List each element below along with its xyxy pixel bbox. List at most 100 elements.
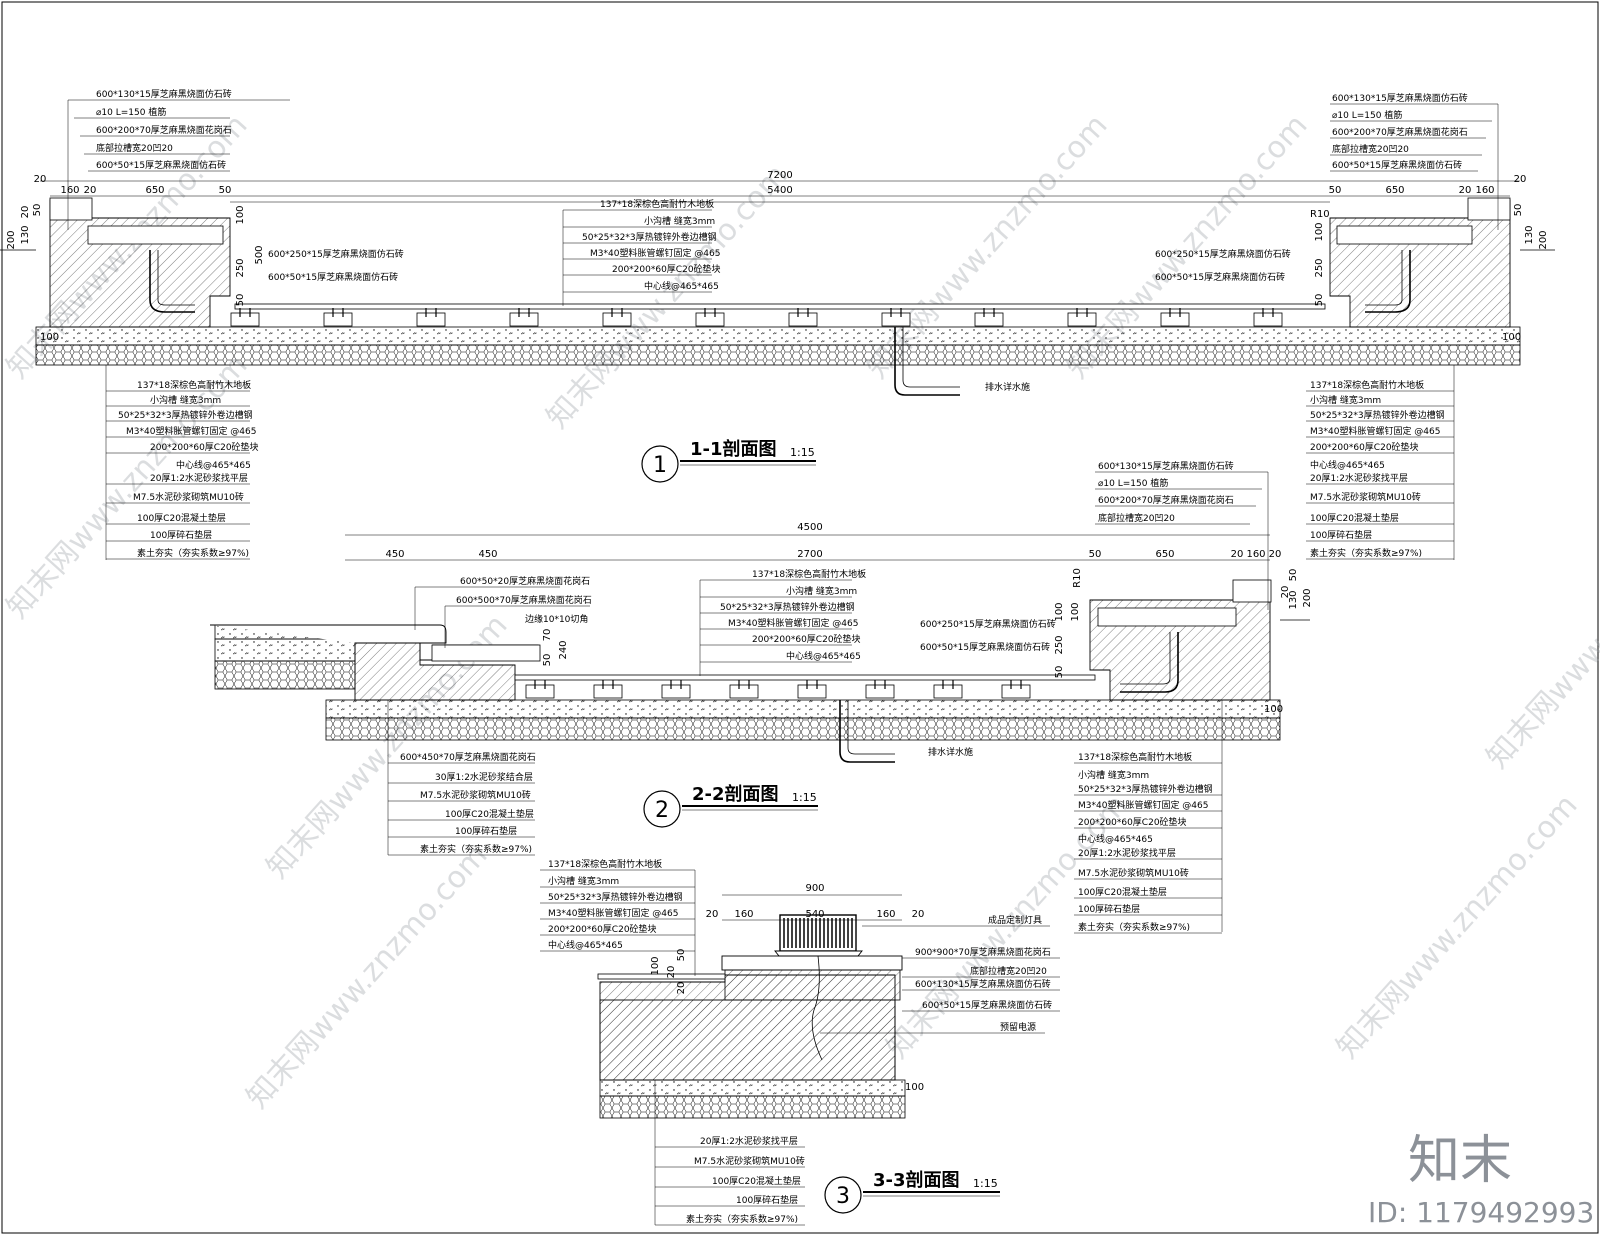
- bamboo-deck: [514, 674, 1096, 681]
- dim: 130: [1524, 225, 1535, 244]
- section-number-circle: [641, 445, 679, 483]
- dim: 160: [1246, 549, 1265, 560]
- callout: ⌀10 L=150 植筋: [96, 106, 166, 118]
- callout: 素土夯实（夯实系数≥97%): [1310, 547, 1422, 559]
- callout: M7.5水泥砂浆砌筑MU10砖: [1078, 867, 1189, 879]
- callout: 100厚C20混凝土垫层: [1078, 886, 1167, 898]
- callout: 200*200*60厚C20砼垫块: [150, 441, 259, 453]
- callout: 600*450*70厚芝麻黑烧面花岗石: [400, 751, 536, 763]
- section-title-1: 1 1-1剖面图 1:15: [641, 438, 816, 483]
- dim-7200: 7200: [767, 170, 792, 181]
- dim-2700: 2700: [797, 549, 822, 560]
- concrete-pad: [1253, 312, 1283, 327]
- dim: 50: [235, 294, 246, 307]
- callout: 600*50*15厚芝麻黑烧面仿石砖: [922, 999, 1052, 1011]
- callout: 100厚碎石垫层: [455, 825, 517, 837]
- steel-channel: [670, 680, 682, 689]
- section-number: 3: [836, 1184, 850, 1209]
- steel-channel: [942, 680, 954, 689]
- dim: 130: [20, 225, 31, 244]
- callout: 底部拉槽宽20凹20: [1332, 143, 1409, 155]
- steel-channel: [874, 680, 886, 689]
- concrete-pad: [509, 312, 539, 327]
- steel-channel: [1262, 308, 1274, 317]
- steel-channel: [1010, 680, 1022, 689]
- concrete-pad: [788, 312, 818, 327]
- callout: 200*200*60厚C20砼垫块: [1078, 816, 1187, 828]
- callout: 中心线@465*465: [644, 280, 719, 292]
- callout: M3*40塑料胀管螺钉固定 @465: [1078, 799, 1208, 811]
- callout: 边缘10*10切角: [525, 613, 588, 625]
- dim: 200: [6, 230, 17, 249]
- section-title-2: 2 2-2剖面图 1:15: [643, 783, 818, 828]
- section-number-circle: [824, 1176, 862, 1214]
- callout: M3*40塑料胀管螺钉固定 @465: [1310, 425, 1440, 437]
- dim-100: 100: [905, 1082, 924, 1093]
- concrete-pad: [1160, 312, 1190, 327]
- callouts-top-right: 600*130*15厚芝麻黑烧面仿石砖 ⌀10 L=150 植筋 600*200…: [1095, 460, 1269, 610]
- dim: R10: [1072, 568, 1083, 588]
- callout: 100厚C20混凝土垫层: [1310, 512, 1399, 524]
- callout: 200*200*60厚C20砼垫块: [612, 263, 721, 275]
- steel-channel: [332, 308, 344, 317]
- callout: 中心线@465*465: [1310, 459, 1385, 471]
- steel-channel: [611, 308, 623, 317]
- callout: 137*18深棕色高耐竹木地板: [1078, 751, 1192, 763]
- concrete-pad: [230, 312, 260, 327]
- callout: 200*200*60厚C20砼垫块: [752, 633, 861, 645]
- section-3-3: 900 20 160 540 160 20 100 20 50 20 100 1…: [540, 858, 1060, 1226]
- callout: 600*50*15厚芝麻黑烧面仿石砖: [1155, 271, 1285, 283]
- callout: 600*200*70厚芝麻黑烧面花岗石: [1332, 126, 1468, 138]
- dim: 100: [1314, 222, 1325, 241]
- power-cable: [811, 955, 823, 1061]
- bamboo-deck: [597, 973, 726, 980]
- callout: 600*200*70厚芝麻黑烧面花岗石: [96, 124, 232, 136]
- section-2-2: 4500 450 450 2700 50 650 20 160 20 100 1…: [210, 460, 1313, 934]
- callout: M3*40塑料胀管螺钉固定 @465: [548, 907, 678, 919]
- dim: 240: [558, 640, 569, 659]
- section-number: 2: [655, 798, 669, 823]
- callout: 137*18深棕色高耐竹木地板: [137, 379, 251, 391]
- callout: 600*200*70厚芝麻黑烧面花岗石: [1098, 494, 1234, 506]
- brand-id: ID: 1179492993: [1368, 1196, 1594, 1229]
- dim: 250: [1314, 258, 1325, 277]
- steel-channel: [534, 680, 546, 689]
- dim: 650: [145, 185, 164, 196]
- callout: 小沟槽 缝宽3mm: [1078, 769, 1149, 781]
- section-number-circle: [643, 790, 681, 828]
- callout: M3*40塑料胀管螺钉固定 @465: [126, 425, 256, 437]
- callout: 小沟槽 缝宽3mm: [1310, 394, 1381, 406]
- concrete-pad: [695, 312, 725, 327]
- callout: 100厚碎石垫层: [150, 529, 212, 541]
- concrete-layer: [35, 326, 1521, 346]
- callout: 成品定制灯具: [988, 914, 1042, 926]
- dim: 160: [1475, 185, 1494, 196]
- callout: 600*130*15厚芝麻黑烧面仿石砖: [1332, 92, 1468, 104]
- dim: 50: [219, 185, 232, 196]
- callout: 100厚C20混凝土垫层: [137, 512, 226, 524]
- section-number: 1: [653, 453, 667, 478]
- dim: 200: [1538, 230, 1549, 249]
- callout: 600*250*15厚芝麻黑烧面仿石砖: [920, 618, 1056, 630]
- dim: 20: [1514, 174, 1527, 185]
- steel-channel: [797, 308, 809, 317]
- section-title-3: 3 3-3剖面图 1:15: [824, 1169, 1000, 1214]
- dim: 160: [734, 909, 753, 920]
- dim: 20: [20, 206, 31, 219]
- callout: 600*50*15厚芝麻黑烧面仿石砖: [1332, 159, 1462, 171]
- steel-channel: [890, 308, 902, 317]
- callout: 200*200*60厚C20砼垫块: [1310, 441, 1419, 453]
- steel-channel: [738, 680, 750, 689]
- callout: 素土夯实（夯实系数≥97%): [420, 843, 532, 855]
- drain-note: 排水详水施: [985, 381, 1030, 393]
- callout: 100厚碎石垫层: [736, 1194, 798, 1206]
- callouts-right: 成品定制灯具 900*900*70厚芝麻黑烧面花岗石 底部拉槽宽20凹20 60…: [820, 914, 1060, 1034]
- dim: 50: [1329, 185, 1342, 196]
- section-scale: 1:15: [790, 446, 815, 459]
- dim: 50: [32, 204, 43, 217]
- dim: 20: [34, 174, 47, 185]
- callout: 137*18深棕色高耐竹木地板: [1310, 379, 1424, 391]
- callout: 50*25*32*3厚热镀锌外卷边槽钢: [582, 231, 717, 243]
- dim: 70: [542, 629, 553, 642]
- steel-channel: [602, 680, 614, 689]
